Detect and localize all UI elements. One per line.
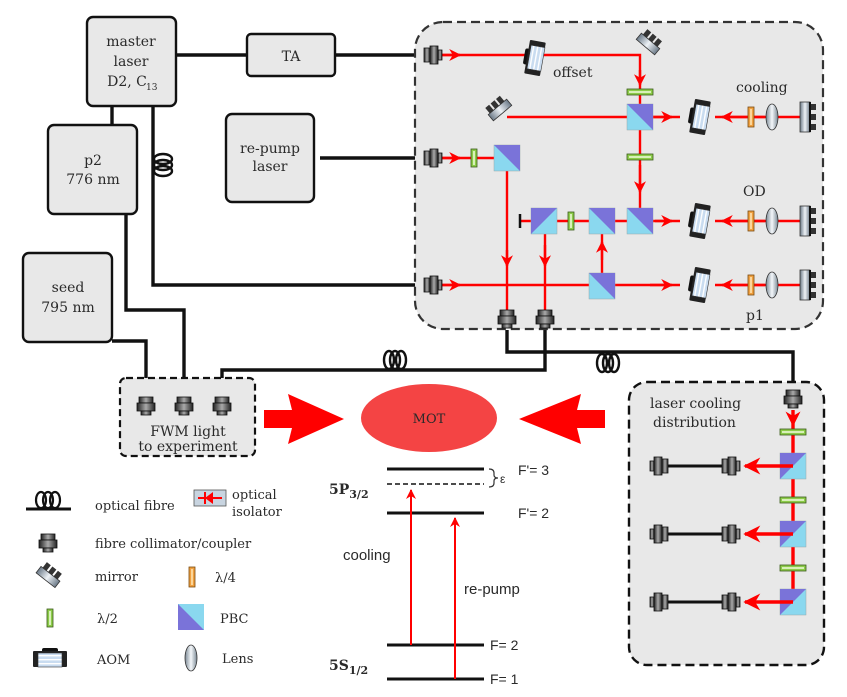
legend-fibre-collimator: fibre collimator/coupler <box>95 537 252 552</box>
seed-laser-box: seed 795 nm <box>21 251 114 344</box>
lens-icon <box>765 207 779 235</box>
mirror-icon <box>799 269 817 301</box>
distribution-line2: distribution <box>653 415 736 431</box>
legend-quarter-wave: λ/4 <box>215 571 236 586</box>
ta-box: TA <box>245 32 337 78</box>
mot-cloud <box>361 384 497 452</box>
fibre-output-pair <box>649 592 741 612</box>
repump-laser-line2: laser <box>253 159 288 175</box>
repump-transition-label: re-pump <box>464 581 520 598</box>
pbc-icon <box>588 272 616 300</box>
optical-table: offset cooling OD p1 <box>413 20 825 331</box>
detuning-symbol: ε <box>500 472 506 486</box>
mot: MOT <box>264 384 605 452</box>
fibre-output-pair <box>649 524 741 544</box>
legend-pbc: PBC <box>220 612 249 627</box>
legend-optical-fibre: optical fibre <box>95 499 175 514</box>
master-laser-box: master laser D2, C 13 <box>85 15 178 108</box>
pbc-icon <box>178 604 204 630</box>
seed-line1: seed <box>52 280 85 296</box>
fibre-seed-to-fwm <box>112 339 148 395</box>
level-label-f3-prime: F'= 3 <box>518 462 549 478</box>
pbc-icon <box>626 207 654 235</box>
half-wave-plate-icon <box>46 608 54 628</box>
mirror-icon <box>799 101 817 133</box>
od-label: OD <box>743 184 766 200</box>
p2-laser-box: p2 776 nm <box>46 123 139 216</box>
legend-aom: AOM <box>96 653 130 668</box>
legend: optical fibre optical isolator fibre col… <box>26 488 283 672</box>
mot-label: MOT <box>413 412 446 427</box>
fibre-output-pair <box>649 456 741 476</box>
fibre-coil-icon <box>382 349 408 371</box>
cooling-label: cooling <box>736 80 788 96</box>
fibre-collimator-icon <box>38 533 58 553</box>
quarter-wave-plate-icon <box>747 210 755 232</box>
quarter-wave-plate-icon <box>747 274 755 296</box>
fibre-coil-icon <box>595 352 621 374</box>
half-wave-plate-icon <box>567 211 575 231</box>
master-laser-line1: master <box>106 34 156 50</box>
repump-laser-box: re-pump laser <box>224 112 316 204</box>
seed-line2: 795 nm <box>41 300 94 316</box>
lens-icon <box>765 103 779 131</box>
legend-mirror: mirror <box>95 570 139 585</box>
half-wave-plate-icon <box>779 428 807 436</box>
legend-lens: Lens <box>222 652 253 667</box>
ta-label: TA <box>282 49 302 65</box>
mirror-icon <box>799 205 817 237</box>
quarter-wave-plate-icon <box>747 106 755 128</box>
lens-icon <box>184 644 198 672</box>
optical-fibre-icon <box>26 490 71 511</box>
half-wave-plate-icon <box>779 564 807 572</box>
detuning-brace <box>488 468 499 488</box>
level-label-f2: F= 2 <box>490 637 519 653</box>
repump-laser-line1: re-pump <box>240 141 300 157</box>
distribution-line1: laser cooling <box>650 396 741 412</box>
mot-beam-arrow-right <box>519 394 605 444</box>
legend-optical-isolator-line1: optical <box>232 488 277 503</box>
fwm-line1: FWM light <box>150 424 226 440</box>
fwm-line2: to experiment <box>138 439 238 455</box>
ground-state-label: 5S1/2 <box>329 658 368 677</box>
pbc-icon <box>588 207 616 235</box>
laser-cooling-distribution-box: laser cooling distribution <box>627 380 826 667</box>
lens-icon <box>765 271 779 299</box>
excited-state-label: 5P3/2 <box>329 482 369 501</box>
aom-icon <box>32 647 68 668</box>
half-wave-plate-icon <box>626 88 654 96</box>
fibre-coil-icon <box>152 152 174 178</box>
mot-beam-arrow-left <box>264 394 344 444</box>
pbc-icon <box>530 207 558 235</box>
fibre-table-to-distribution <box>505 330 795 395</box>
cooling-transition-label: cooling <box>343 547 391 564</box>
master-laser-line3: D2, C <box>107 74 147 90</box>
half-wave-plate-icon <box>779 496 807 504</box>
p2-line2: 776 nm <box>66 172 119 188</box>
energy-level-diagram: ε F'= 3 F'= 2 F= 2 F= 1 5P3/2 5S1/2 cool… <box>329 462 549 687</box>
pbc-icon <box>626 103 654 131</box>
level-label-f1: F= 1 <box>490 671 519 687</box>
half-wave-plate-icon <box>470 148 478 168</box>
master-laser-line2: laser <box>114 54 149 70</box>
mirror-icon <box>35 560 65 589</box>
offset-label: offset <box>553 65 593 81</box>
fibre-p2-to-fwm <box>124 215 186 395</box>
legend-optical-isolator-line2: isolator <box>232 505 283 520</box>
pbc-icon <box>493 144 521 172</box>
fwm-box: FWM light to experiment <box>118 376 257 458</box>
legend-half-wave: λ/2 <box>97 612 118 627</box>
master-laser-subscript: 13 <box>146 83 158 93</box>
half-wave-plate-icon <box>626 153 654 161</box>
p2-line1: p2 <box>84 153 102 169</box>
p1-label: p1 <box>746 308 764 324</box>
level-label-f2-prime: F'= 2 <box>518 505 549 521</box>
optical-isolator-icon <box>193 489 227 507</box>
quarter-wave-plate-icon <box>188 566 196 588</box>
